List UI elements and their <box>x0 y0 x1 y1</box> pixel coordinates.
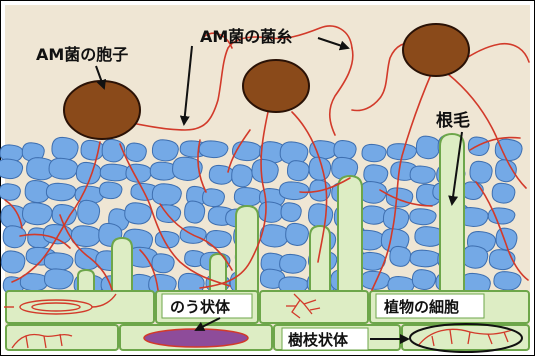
label-spore: AM菌の胞子 <box>36 45 128 64</box>
soil-particle <box>492 183 515 203</box>
soil-particle <box>361 271 389 289</box>
label-plant-cell: 植物の細胞 <box>384 298 459 316</box>
plant-cell <box>260 291 368 323</box>
soil-particle <box>463 246 488 268</box>
soil-particle <box>206 231 231 248</box>
label-arbuscule: 樹枝状体 <box>288 331 349 349</box>
root-hair-icon <box>112 238 132 292</box>
soil-particle <box>78 200 100 224</box>
soil-particle <box>287 161 309 181</box>
soil-particle <box>309 204 333 227</box>
soil-particle <box>3 226 26 248</box>
soil-particle <box>102 139 125 161</box>
soil-particle <box>280 254 306 273</box>
soil-particle <box>100 182 122 199</box>
soil-particle <box>279 182 308 200</box>
soil-particle <box>364 165 388 184</box>
soil-particle <box>416 136 440 159</box>
soil-particle <box>52 205 76 226</box>
soil-particle <box>152 184 181 206</box>
soil-particle <box>199 141 228 158</box>
soil-particle <box>362 144 386 161</box>
label-vesicle: のう状体 <box>170 298 231 316</box>
soil-particle <box>44 253 73 271</box>
spore-oval-icon <box>243 60 309 112</box>
soil-particle <box>410 209 436 225</box>
soil-particle <box>46 183 75 200</box>
soil-particle <box>334 141 356 160</box>
vesicle-ellipse-icon <box>144 329 248 347</box>
soil-particle <box>152 254 174 273</box>
soil-particle <box>232 165 253 187</box>
soil-particle <box>126 143 146 162</box>
soil-particle <box>412 270 435 290</box>
root-hair-icon <box>338 176 362 292</box>
soil-particle <box>234 187 261 205</box>
soil-particle <box>410 166 435 183</box>
soil-particle <box>156 205 180 223</box>
spore-oval-icon <box>64 81 140 139</box>
soil-particle <box>386 188 412 207</box>
soil-particle <box>49 158 78 179</box>
soil-particle <box>185 201 205 223</box>
soil-particle <box>286 223 309 245</box>
root-hair-icon <box>78 270 94 292</box>
soil-particle <box>22 203 52 225</box>
soil-particle <box>494 272 521 290</box>
soil-particle <box>45 269 74 289</box>
soil-particle <box>361 206 386 224</box>
soil-particle <box>468 137 489 155</box>
soil-particle <box>43 224 72 243</box>
soil-particle <box>410 250 440 267</box>
soil-particle <box>260 225 289 247</box>
soil-particle <box>100 164 129 181</box>
soil-particle <box>489 250 515 270</box>
soil-particle <box>0 184 20 201</box>
soil-particle <box>125 203 152 224</box>
soil-particle <box>252 159 278 182</box>
soil-particle <box>152 140 178 161</box>
label-hyphae: AM菌の菌糸 <box>200 27 292 46</box>
soil-particle <box>259 202 284 222</box>
root-hair-icon <box>310 226 330 292</box>
soil-particle <box>281 203 301 222</box>
soil-particle <box>390 246 411 266</box>
root-hair-icon <box>236 206 258 292</box>
soil-particle <box>463 182 483 200</box>
soil-particle <box>1 251 25 273</box>
soil-particle <box>52 137 78 160</box>
spore-oval-icon <box>403 24 469 76</box>
soil-particle <box>0 159 23 179</box>
label-root-hair: 根毛 <box>436 110 470 131</box>
soil-particle <box>470 161 492 183</box>
root-hair-icon <box>440 134 464 292</box>
